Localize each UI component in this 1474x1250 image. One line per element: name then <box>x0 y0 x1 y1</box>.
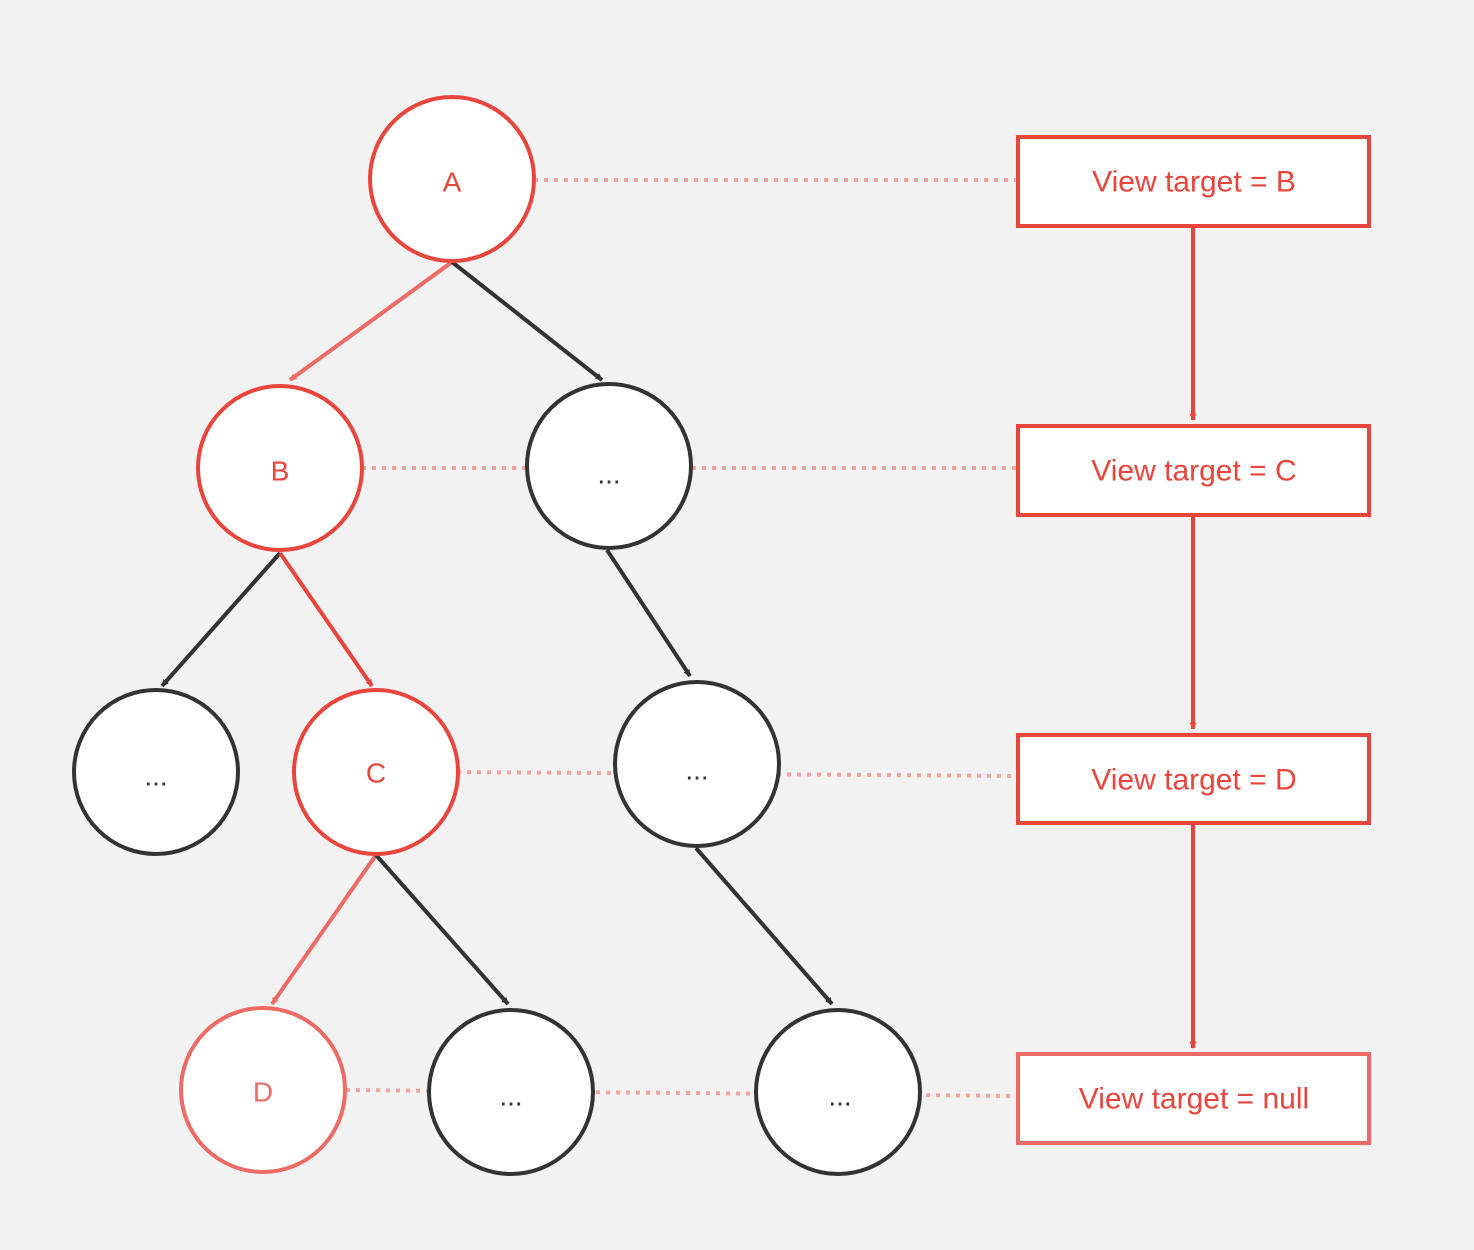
node-right3-label: ... <box>828 1081 851 1112</box>
node-b: B <box>196 384 364 552</box>
edge-b-c <box>278 551 374 688</box>
node-mid3-circle <box>427 1008 595 1176</box>
view-target-level2-label: View target = C <box>1091 455 1296 488</box>
node-mid3-label: ... <box>499 1081 522 1112</box>
node-b-circle <box>196 384 364 552</box>
view-target-box-level4: View target = null <box>1016 1052 1371 1145</box>
edge-c-mid3 <box>374 853 510 1006</box>
view-target-level1-label: View target = B <box>1092 166 1296 199</box>
edge-a-b <box>288 260 454 382</box>
node-c-label: C <box>366 758 386 789</box>
view-target-box-level2-rect <box>1016 424 1371 517</box>
view-target-level3-label: View target = D <box>1091 764 1296 797</box>
node-left2: ... <box>72 688 240 856</box>
view-target-box-level2: View target = C <box>1016 424 1371 517</box>
node-b-label: B <box>271 456 290 487</box>
view-target-box-level1: View target = B <box>1016 135 1371 228</box>
node-d: D <box>179 1006 347 1174</box>
tree-nodes: A B ... ... C ... D ... <box>72 95 922 1176</box>
node-a-circle <box>368 95 536 263</box>
edge-a-right1 <box>450 260 604 382</box>
node-c: C <box>292 688 460 856</box>
connector-level3 <box>456 770 1017 778</box>
node-right1-circle <box>525 382 693 550</box>
node-d-circle <box>179 1006 347 1174</box>
node-right2-circle <box>613 680 781 848</box>
edge-b-left2 <box>160 551 282 688</box>
tree-edges <box>160 260 834 1006</box>
view-target-box-level1-rect <box>1016 135 1371 228</box>
node-right3-circle <box>754 1008 922 1176</box>
node-mid3: ... <box>427 1008 595 1176</box>
node-right2-label: ... <box>685 755 708 786</box>
view-target-level4-label: View target = null <box>1079 1083 1309 1116</box>
node-right2: ... <box>613 680 781 848</box>
view-target-box-level3: View target = D <box>1016 733 1371 825</box>
node-a: A <box>368 95 536 263</box>
node-d-label: D <box>253 1077 273 1108</box>
node-a-label: A <box>443 167 462 198</box>
node-right3: ... <box>754 1008 922 1176</box>
node-left2-circle <box>72 688 240 856</box>
edge-c-d <box>270 853 378 1006</box>
view-target-box-level4-rect <box>1016 1052 1371 1145</box>
node-right1-label: ... <box>597 459 620 490</box>
edge-right2-right3 <box>694 846 834 1006</box>
node-right1: ... <box>525 382 693 550</box>
view-target-box-level3-rect <box>1016 733 1371 825</box>
view-target-boxes: View target = B View target = C View tar… <box>1016 135 1371 1145</box>
node-left2-label: ... <box>144 761 167 792</box>
level-connectors <box>345 178 1017 1098</box>
edge-right1-right2 <box>605 548 692 678</box>
node-c-circle <box>292 688 460 856</box>
